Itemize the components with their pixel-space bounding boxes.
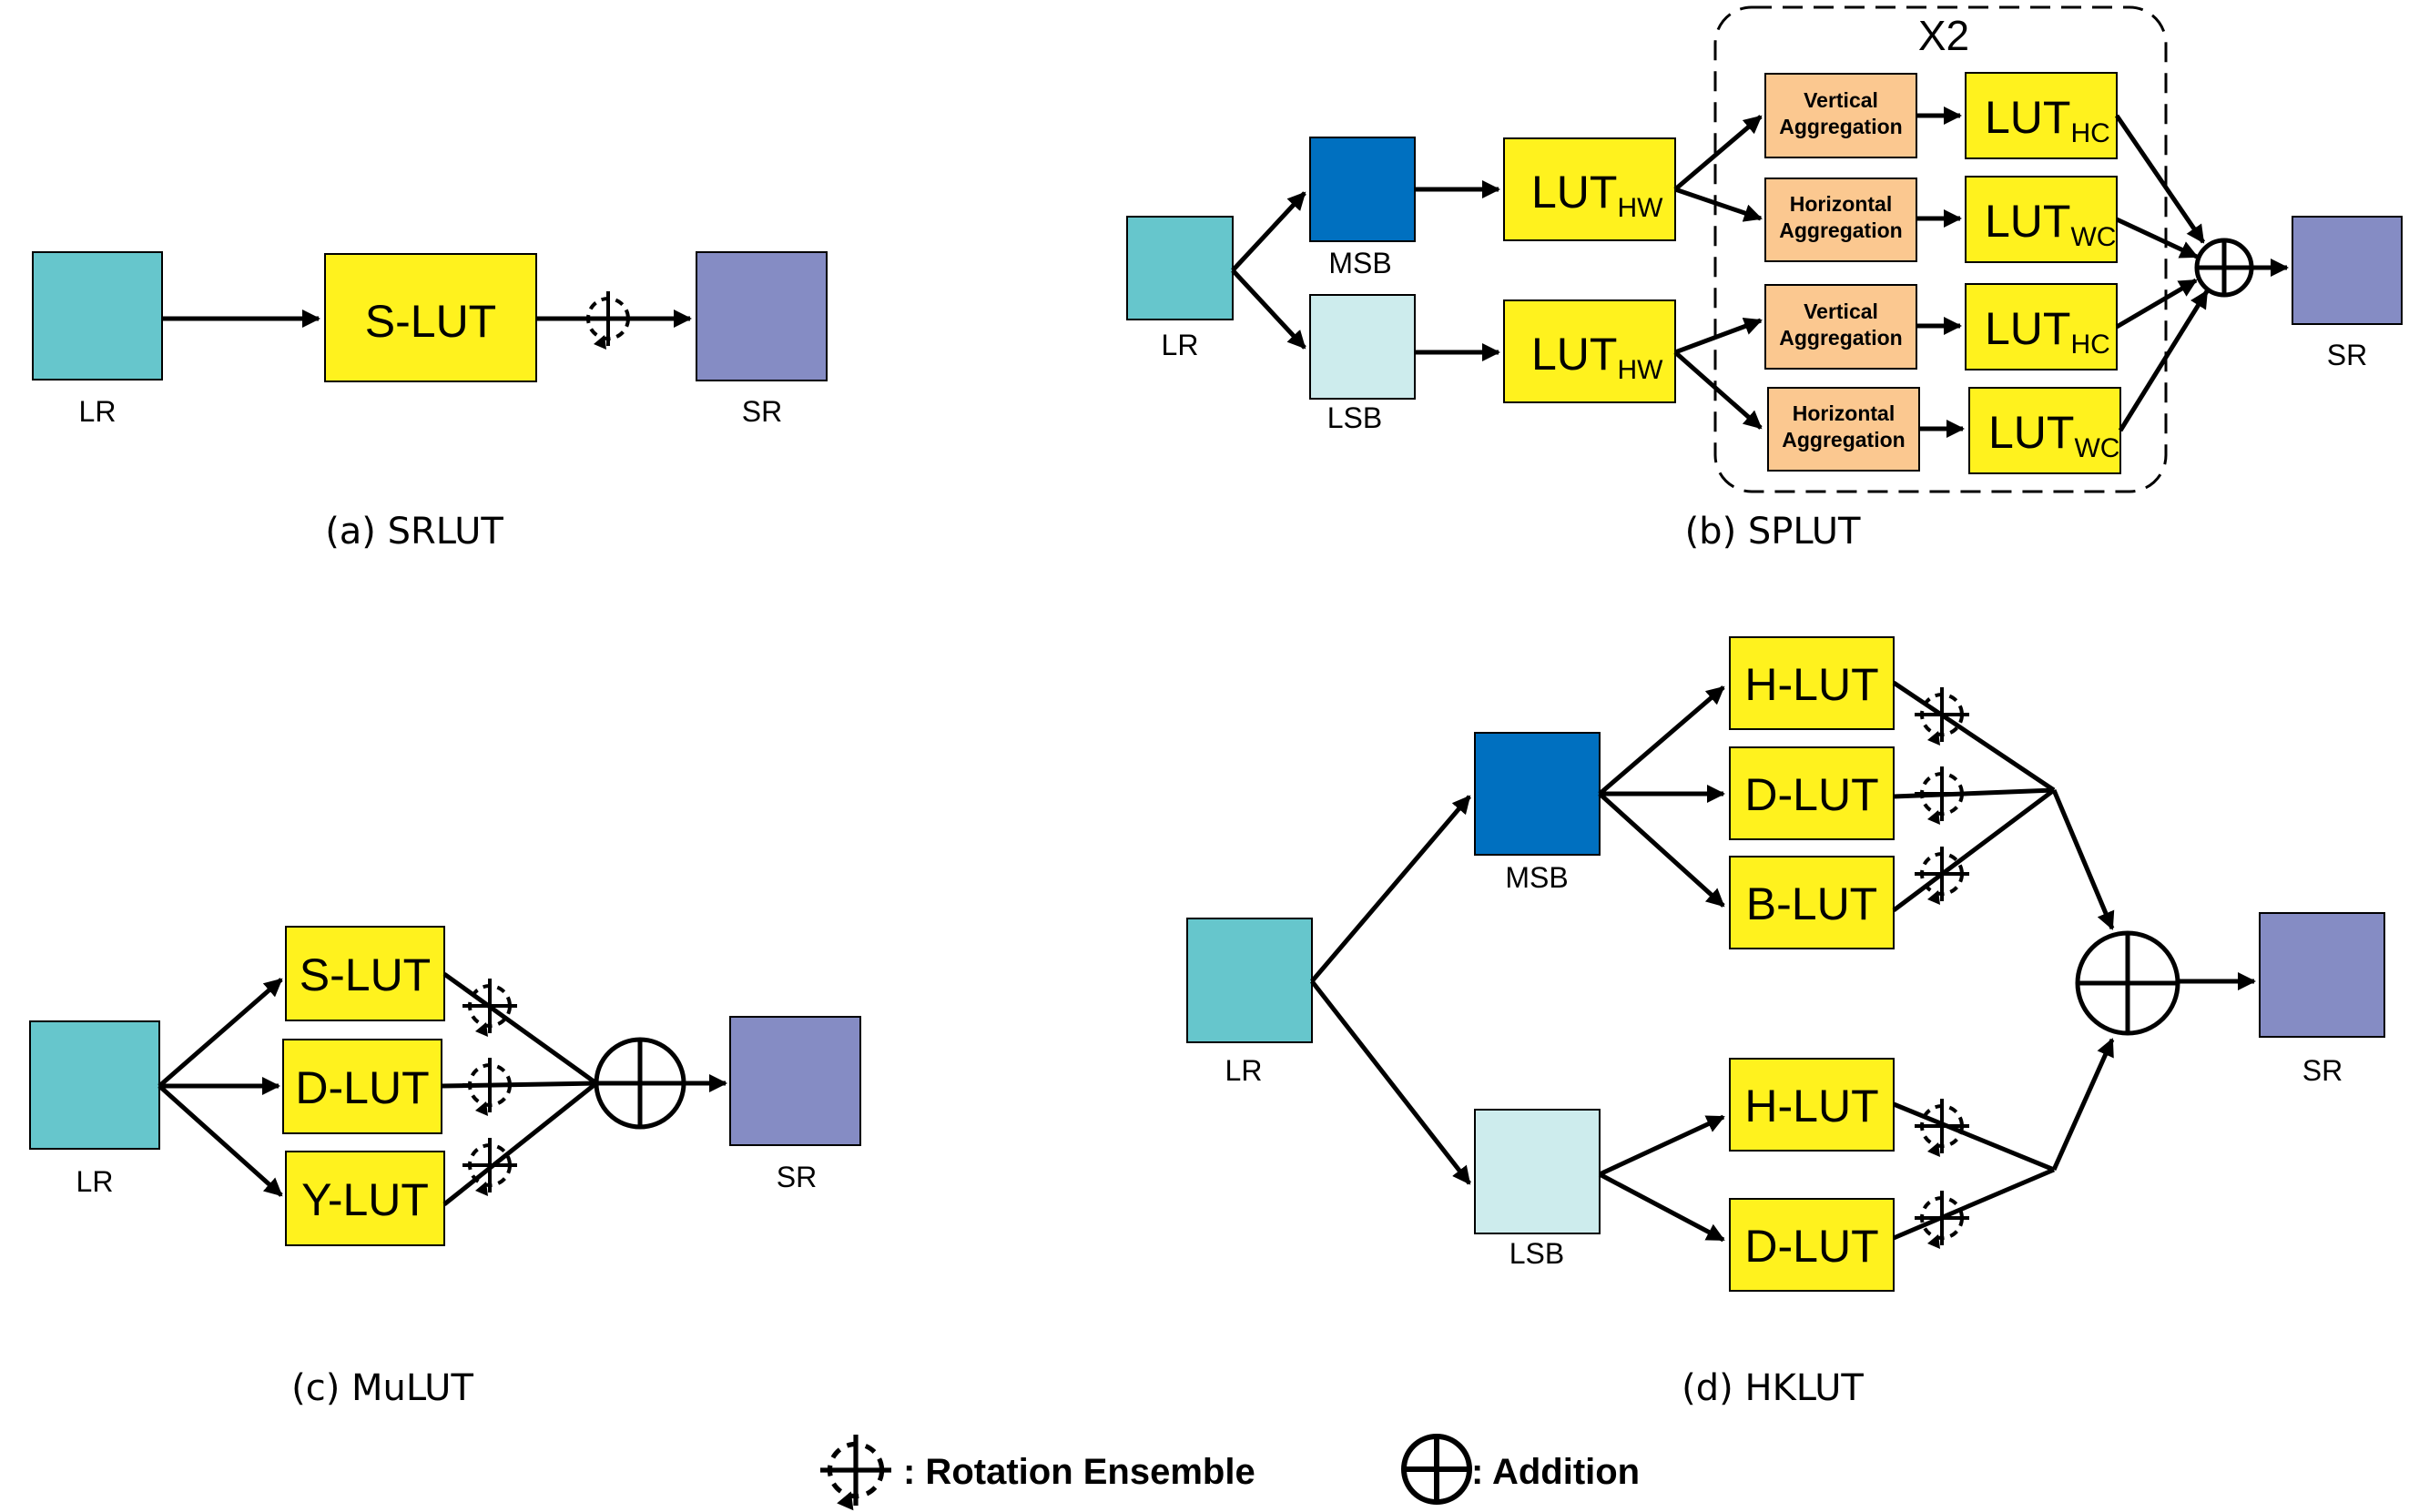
panel-a-srlut: LR S-LUT SR (a) SRLUT — [32, 251, 828, 553]
x2-repeat-region — [1713, 5, 2168, 493]
horizontal-aggregation-block — [1764, 178, 1917, 262]
vertical-aggregation-block — [1764, 73, 1917, 158]
d-lut-lsb-label: D-LUT — [1744, 1221, 1878, 1272]
y-lut-label: Y-LUT — [301, 1174, 429, 1225]
x2-label: X2 — [1918, 12, 1969, 59]
panel-c-mulut: LR S-LUT D-LUT Y-LUT SR (c) MuLUT — [29, 926, 861, 1409]
sr-label: SR — [2327, 339, 2367, 371]
msb-label: MSB — [1328, 247, 1391, 279]
lr-image — [32, 251, 163, 381]
lut-wc-block — [1968, 387, 2121, 474]
caption-d: (d) HKLUT — [1682, 1367, 1864, 1409]
sr-image — [729, 1016, 861, 1146]
vertical-aggregation-line2: Aggregation — [1779, 115, 1902, 138]
lr-image — [29, 1020, 160, 1150]
addition-icon — [1404, 1436, 1469, 1502]
lr-image — [1186, 918, 1313, 1043]
legend-rotation-label: : Rotation Ensemble — [903, 1452, 1255, 1492]
lr-label: LR — [1162, 329, 1199, 361]
h-lut-msb-label: H-LUT — [1744, 659, 1878, 710]
lut-hc-block — [1965, 72, 2118, 159]
lut-hc-label: LUTHC — [1985, 92, 2110, 148]
panel-b-splut: X2 LR MSB LSB LUTHW LUTHW Vertical Aggre… — [1126, 5, 2403, 553]
lsb-label: LSB — [1327, 401, 1382, 434]
lsb-image — [1309, 294, 1416, 400]
s-lut-block — [324, 253, 537, 382]
horizontal-aggregation-line1: Horizontal — [1793, 401, 1895, 425]
rotation-ensemble-icon — [1913, 1097, 1971, 1159]
horizontal-aggregation-block — [1767, 387, 1920, 472]
rotation-ensemble-icon — [1913, 685, 1971, 747]
lut-hw-lsb-label: LUTHW — [1531, 329, 1663, 385]
lr-label: LR — [1225, 1054, 1263, 1087]
lsb-image — [1474, 1109, 1601, 1234]
s-lut-label: S-LUT — [365, 296, 496, 347]
horizontal-aggregation-line2: Aggregation — [1782, 428, 1905, 452]
rotation-ensemble-icon — [461, 977, 519, 1039]
addition-icon — [2197, 240, 2251, 295]
legend-addition-label: : Addition — [1471, 1452, 1640, 1492]
lr-label: LR — [79, 395, 117, 428]
sr-image — [2292, 216, 2403, 325]
lut-hc-block — [1965, 283, 2118, 370]
lut-wc-label: LUTWC — [1988, 407, 2119, 463]
rotation-ensemble-icon — [461, 1136, 519, 1198]
b-lut-msb-label: B-LUT — [1746, 878, 1877, 929]
rotation-ensemble-icon — [1913, 765, 1971, 827]
d-lut-label: D-LUT — [295, 1062, 429, 1113]
rotation-ensemble-icon — [1913, 845, 1971, 907]
vertical-aggregation-block — [1764, 284, 1917, 370]
b-lut-msb-block — [1729, 856, 1895, 949]
lut-hc-label: LUTHC — [1985, 303, 2110, 360]
horizontal-aggregation-line2: Aggregation — [1779, 218, 1902, 242]
s-lut-block — [285, 926, 445, 1021]
lr-image — [1126, 216, 1234, 320]
rotation-ensemble-icon — [461, 1056, 519, 1118]
caption-b: (b) SPLUT — [1685, 511, 1861, 553]
msb-image — [1474, 732, 1601, 856]
sr-image — [2259, 912, 2385, 1038]
y-lut-block — [285, 1151, 445, 1246]
caption-a: (a) SRLUT — [325, 511, 503, 553]
sr-label: SR — [742, 395, 782, 428]
h-lut-lsb-label: H-LUT — [1744, 1081, 1878, 1131]
msb-image — [1309, 137, 1416, 242]
h-lut-msb-block — [1729, 636, 1895, 730]
h-lut-lsb-block — [1729, 1058, 1895, 1152]
panel-d-hklut: LR MSB LSB H-LUT D-LUT B-LUT H-LUT D-LUT — [1186, 636, 2385, 1409]
lr-label: LR — [76, 1165, 114, 1198]
lut-wc-label: LUTWC — [1985, 196, 2116, 252]
sr-image — [696, 251, 828, 381]
rotation-ensemble-icon — [820, 1435, 891, 1510]
vertical-aggregation-line1: Vertical — [1804, 88, 1878, 112]
sr-label: SR — [777, 1161, 817, 1193]
msb-label: MSB — [1505, 861, 1568, 894]
d-lut-msb-label: D-LUT — [1744, 769, 1878, 820]
rotation-ensemble-icon — [579, 289, 637, 351]
s-lut-label: S-LUT — [300, 949, 431, 1000]
lsb-label: LSB — [1509, 1237, 1564, 1270]
d-lut-block — [282, 1039, 442, 1134]
horizontal-aggregation-line1: Horizontal — [1790, 192, 1892, 216]
vertical-aggregation-line2: Aggregation — [1779, 326, 1902, 350]
lut-hw-msb-label: LUTHW — [1531, 167, 1663, 223]
caption-c: (c) MuLUT — [291, 1367, 473, 1409]
vertical-aggregation-line1: Vertical — [1804, 299, 1878, 323]
rotation-ensemble-icon — [1913, 1189, 1971, 1251]
d-lut-msb-block — [1729, 746, 1895, 840]
legend: : Rotation Ensemble : Addition — [820, 1435, 1640, 1510]
sr-label: SR — [2302, 1054, 2343, 1087]
d-lut-lsb-block — [1729, 1198, 1895, 1292]
